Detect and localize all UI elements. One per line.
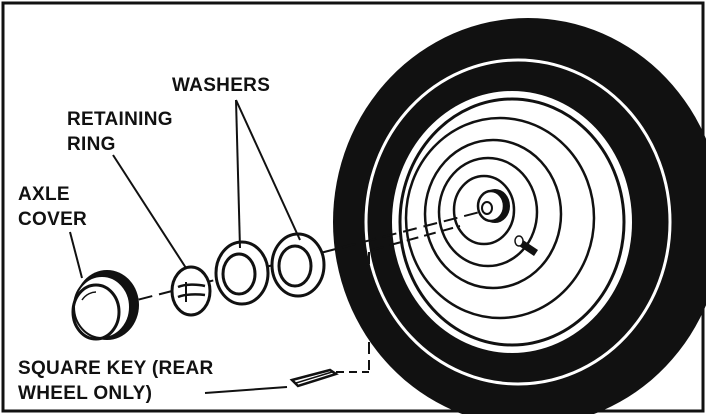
washer-outer bbox=[270, 232, 326, 298]
square-key-path bbox=[336, 225, 461, 373]
square-key bbox=[289, 368, 339, 388]
square-key-label-line1: SQUARE KEY (REAR bbox=[18, 358, 214, 379]
square-key-label-line2: WHEEL ONLY) bbox=[18, 383, 152, 404]
retaining-ring bbox=[170, 265, 212, 317]
retaining-ring-label-line2: RING bbox=[67, 134, 116, 155]
axle-cover-label-line1: AXLE bbox=[18, 184, 70, 205]
washer-inner bbox=[214, 240, 270, 306]
wheel-hub bbox=[404, 116, 596, 320]
axle-shaft bbox=[476, 189, 510, 223]
washers-label: WASHERS bbox=[172, 75, 270, 96]
axle-cover bbox=[71, 270, 139, 341]
retaining-ring-label-line1: RETAINING bbox=[67, 109, 173, 130]
leader-lines bbox=[69, 99, 301, 394]
axle-cover-label-line2: COVER bbox=[18, 209, 87, 230]
valve-stem bbox=[514, 235, 538, 256]
